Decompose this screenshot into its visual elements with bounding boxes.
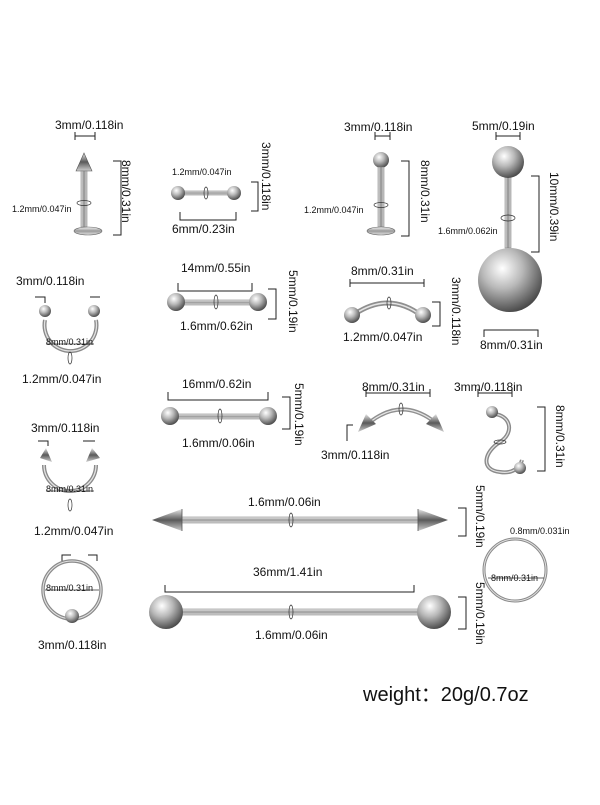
barbell-14-length-label: 14mm/0.55in [181,261,251,275]
hoop-ring-gauge-label: 0.8mm/0.031in [510,526,570,536]
industrial-ball-gauge-label: 1.6mm/0.06in [255,628,328,642]
small-barbell-length-label: 6mm/0.23in [172,222,235,236]
belly-ring-bottom-label: 8mm/0.31in [480,338,543,352]
small-barbell-illustration [171,186,241,200]
barbell-16-illustration [161,407,277,425]
curved-barbell-illustration [344,296,431,323]
industrial-spike-illustration [152,509,448,531]
curved-spike-length-label: 8mm/0.31in [362,380,425,394]
spiral-top-label: 3mm/0.118in [454,380,523,394]
barbell-14-illustration [167,293,267,311]
industrial-ball-illustration [149,595,451,629]
horseshoe-spike-illustration [40,448,100,512]
barbell-14-gauge-label: 1.6mm/0.62in [180,319,253,333]
curved-spike-illustration [358,402,444,432]
horseshoe-spike-inner-label: 8mm/0.31in [46,484,94,494]
belly-ring-gauge-label: 1.6mm/0.062in [438,226,498,236]
belly-ring-side-label: 10mm/0.39in [547,172,561,242]
hoop-ring-inner-label: 8mm/0.31in [491,573,539,583]
spiral-side-label: 8mm/0.31in [553,405,567,468]
horseshoe-ball-inner-label: 8mm/0.31in [46,337,94,347]
industrial-ball-side-label: 5mm/0.19in [473,582,487,645]
horseshoe-ball-gauge-label: 1.2mm/0.047in [22,372,102,386]
horseshoe-ball-illustration [39,305,100,365]
spiral-illustration [484,406,526,475]
small-barbell-side-label: 3mm/0.118in [259,142,273,211]
barbell-16-length-label: 16mm/0.62in [182,377,252,391]
labret-spike-top-label: 3mm/0.118in [55,118,124,132]
horseshoe-spike-top-label: 3mm/0.118in [31,421,100,435]
belly-ring-top-label: 5mm/0.19in [472,119,535,133]
industrial-spike-side-label: 5mm/0.19in [473,485,487,548]
curved-spike-ball-label: 3mm/0.118in [321,448,390,462]
captive-ring-illustration [41,559,103,623]
weight-label: weight：20g/0.7oz [363,684,529,706]
curved-barbell-side-label: 3mm/0.118in [449,277,463,346]
labret-ball-top-label: 3mm/0.118in [344,120,413,134]
labret-ball-illustration [366,152,396,236]
belly-ring-illustration [478,146,542,312]
barbell-16-side-label: 5mm/0.19in [292,383,306,446]
labret-spike-side-label: 8mm/0.31in [119,160,133,223]
industrial-ball-length-label: 36mm/1.41in [253,565,323,579]
small-barbell-gauge-label: 1.2mm/0.047in [172,167,232,177]
labret-ball-gauge-label: 1.2mm/0.047in [304,205,364,215]
curved-barbell-length-label: 8mm/0.31in [351,264,414,278]
labret-spike-gauge-label: 1.2mm/0.047in [12,204,72,214]
hoop-ring-illustration [482,537,548,603]
barbell-16-gauge-label: 1.6mm/0.06in [182,436,255,450]
labret-ball-side-label: 8mm/0.31in [418,160,432,223]
horseshoe-spike-gauge-label: 1.2mm/0.047in [34,524,114,538]
barbell-14-side-label: 5mm/0.19in [286,270,300,333]
curved-barbell-gauge-label: 1.2mm/0.047in [343,330,423,344]
industrial-spike-gauge-label: 1.6mm/0.06in [248,495,321,509]
captive-ring-inner-label: 8mm/0.31in [46,583,94,593]
captive-ring-ball-label: 3mm/0.118in [38,638,107,652]
horseshoe-ball-top-label: 3mm/0.118in [16,274,85,288]
labret-spike-illustration [73,152,103,236]
